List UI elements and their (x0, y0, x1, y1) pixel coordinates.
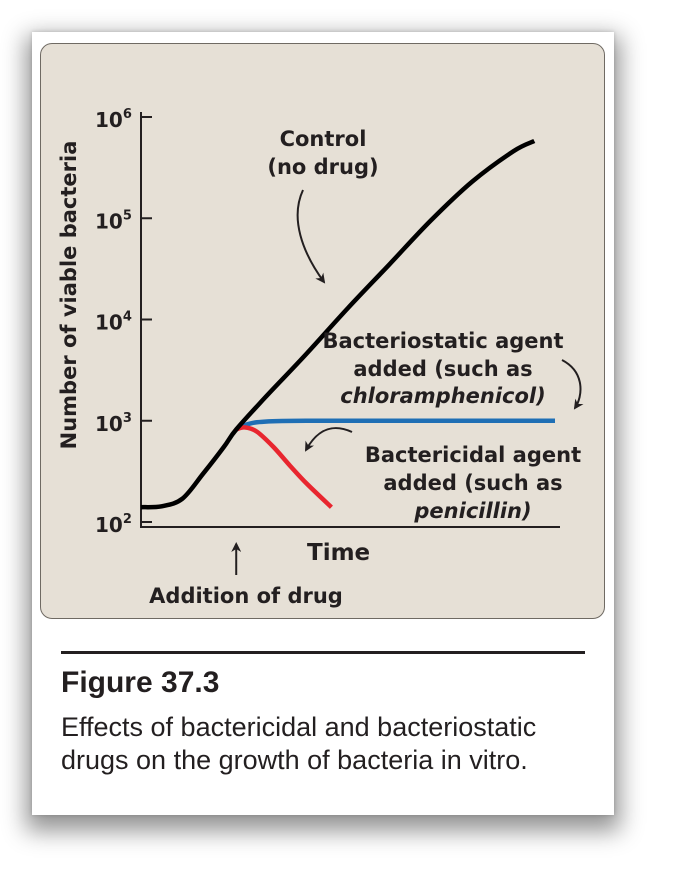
bacteriostatic-pointer-arrow (561, 359, 584, 410)
bacteriostatic-label-line-2: added (such as (353, 357, 532, 381)
bactericidal-line (235, 425, 333, 509)
y-tick-label-1: 103 (95, 411, 132, 436)
y-axis-ticks: 102 103 104 105 106 (95, 107, 152, 537)
y-axis-title: Number of viable bacteria (57, 141, 81, 450)
y-tick-label-3: 105 (95, 208, 132, 233)
bactericidal-label-line-3: penicillin) (413, 499, 531, 523)
control-line (140, 138, 536, 510)
bactericidal-label-line-2: added (such as (383, 471, 562, 495)
y-tick-label-2: 104 (95, 310, 132, 335)
drug-addition-label: Addition of drug (149, 584, 343, 608)
bacteriostatic-label-line-3: chloramphenicol) (340, 384, 545, 408)
bactericidal-label-line-1: Bactericidal agent (365, 443, 581, 467)
figure-title: Figure 37.3 (61, 666, 220, 699)
figure-caption: Effects of bactericidal and bacteriostat… (61, 712, 537, 775)
bacteriostatic-label-line-1: Bacteriostatic agent (322, 329, 563, 353)
bacteriostatic-line (235, 418, 555, 432)
y-tick-label-4: 106 (95, 107, 132, 132)
chart-panel (40, 43, 605, 619)
bactericidal-pointer-arrow (305, 427, 353, 452)
control-label-line-1: Control (280, 127, 367, 151)
y-tick-label-0: 102 (95, 512, 132, 537)
control-pointer-arrow (296, 189, 326, 284)
series-layer (140, 138, 555, 510)
x-axis-title: Time (307, 540, 370, 566)
control-label-line-2: (no drug) (267, 155, 378, 179)
caption-divider (61, 651, 585, 654)
